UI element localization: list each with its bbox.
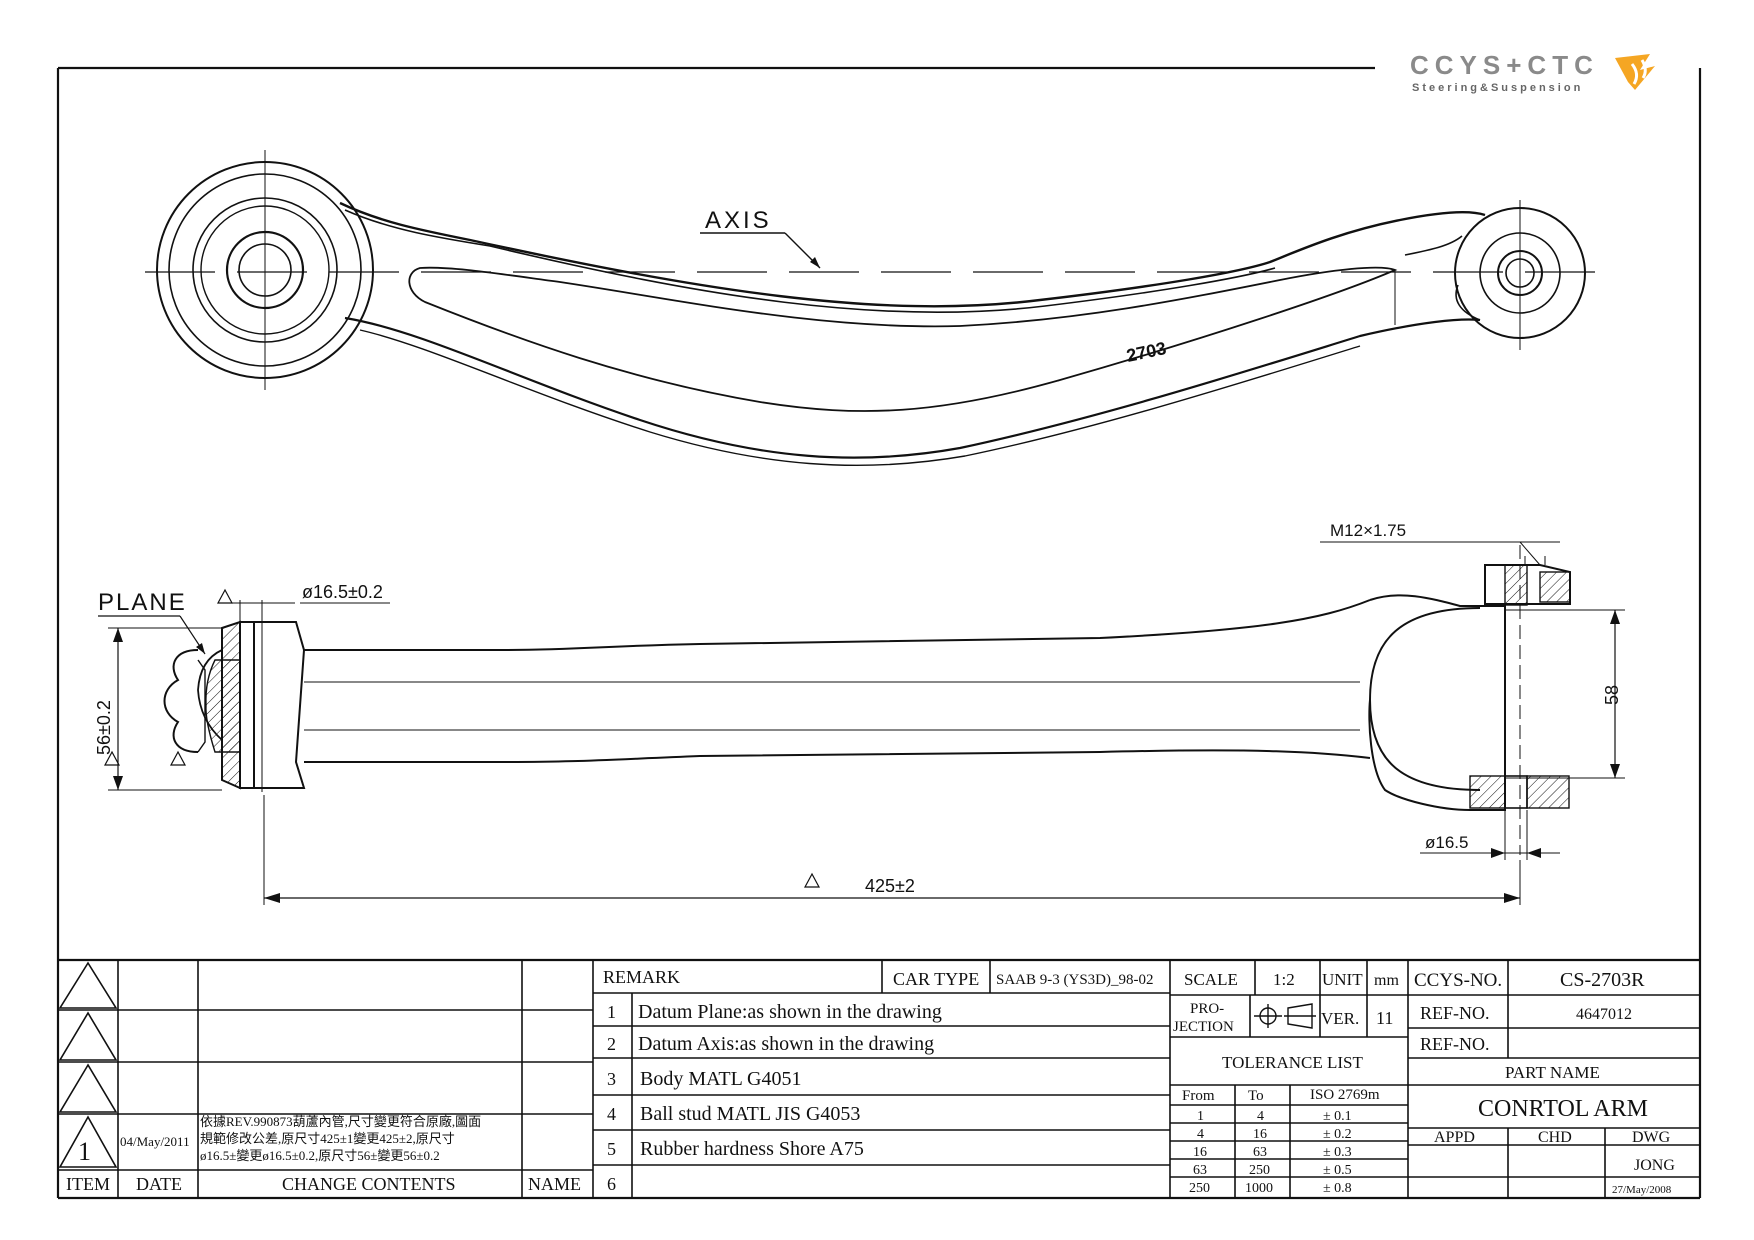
revision-item-header: ITEM [66,1174,110,1194]
revision-change-line-2: 規範修改公差,原尺寸425±1變更425±2,原尺寸 [200,1131,455,1146]
length-dimension: 425±2 [865,876,915,896]
tolerance-row: 1000 [1245,1181,1273,1196]
part-name-label: PART NAME [1505,1063,1600,1082]
sheet-border [56,66,1702,1200]
tolerance-to-header: To [1248,1088,1264,1104]
height-dimension: 56±0.2 [94,700,114,755]
tolerance-row: ± 0.5 [1323,1163,1352,1178]
axis-label: AXIS [705,207,772,234]
company-logo: CCYS+CTC Steering&Suspension [1410,48,1700,108]
tolerance-row: 4 [1197,1127,1204,1142]
remark-no-3: 3 [607,1069,616,1089]
remark-text-1: Datum Plane:as shown in the drawing [638,1001,942,1023]
tolerance-iso-header: ISO 2769m [1310,1087,1380,1103]
revision-name-header: NAME [528,1174,581,1194]
thread-dimension: M12×1.75 [1330,521,1406,540]
car-type-value: SAAB 9-3 (YS3D)_98-02 [996,972,1154,988]
scale-value: 1:2 [1273,970,1295,989]
tolerance-row: 4 [1257,1109,1264,1124]
hole-diameter-dimension: ø16.5 [1425,833,1468,852]
part-name-value: CONRTOL ARM [1478,1096,1648,1122]
appd-label: APPD [1434,1129,1475,1146]
part-info-block: CCYS-NO. CS-2703R REF-NO. 4647012 REF-NO… [1414,969,1675,1196]
revision-date: 04/May/2011 [120,1134,190,1149]
tolerance-row: 63 [1253,1145,1267,1160]
bushing-diameter-dimension: ø16.5±0.2 [302,582,383,602]
ref-no-label-2: REF-NO. [1420,1034,1490,1054]
remark-text-3: Body MATL G4051 [640,1068,801,1090]
revision-change-header: CHANGE CONTENTS [282,1174,456,1194]
remark-no-1: 1 [607,1002,616,1022]
ver-label: VER. [1321,1009,1359,1028]
revision-date-header: DATE [136,1174,182,1194]
revision-item-number: 1 [78,1137,91,1166]
chd-label: CHD [1538,1129,1572,1146]
tolerance-row: 1 [1197,1109,1204,1124]
side-view: 56±0.2 ø16.5±0.2 PLANE 58 M12×1.75 ø16.5 [94,521,1625,905]
plane-label: PLANE [98,589,187,616]
remark-no-6: 6 [607,1174,616,1194]
tolerance-row: 16 [1193,1145,1207,1160]
tolerance-title: TOLERANCE LIST [1222,1053,1363,1072]
tolerance-row: 250 [1189,1181,1210,1196]
logo-mark-icon [1615,54,1655,90]
remark-no-2: 2 [607,1034,616,1054]
tolerance-row: 16 [1253,1127,1267,1142]
tolerance-table: From To ISO 2769m 1 4 ± 0.1 4 16 ± 0.2 1… [1182,1087,1380,1196]
top-view: 2703 AXIS [145,150,1610,467]
tolerance-row: ± 0.8 [1323,1181,1352,1196]
tolerance-from-header: From [1182,1088,1215,1104]
tolerance-row: 63 [1193,1163,1207,1178]
remark-header: REMARK [603,967,680,987]
remark-no-5: 5 [607,1139,616,1159]
part-mark-label: 2703 [1125,338,1168,366]
revision-markers [103,588,821,888]
ver-value: 11 [1376,1008,1393,1028]
dwg-date: 27/May/2008 [1612,1184,1672,1196]
dwg-label: DWG [1632,1129,1671,1146]
car-type-label: CAR TYPE [893,969,979,989]
scale-label: SCALE [1184,970,1238,989]
remark-text-2: Datum Axis:as shown in the drawing [638,1033,934,1055]
tolerance-row: ± 0.1 [1323,1109,1352,1124]
ccys-no-value: CS-2703R [1560,969,1645,991]
width-dimension: 58 [1602,685,1622,705]
remark-text-5: Rubber hardness Shore A75 [640,1138,864,1160]
revision-change-line-1: 依據REV.990873葫蘆內管,尺寸變更符合原廠,圖面 [200,1114,481,1129]
ref-no-label: REF-NO. [1420,1003,1490,1023]
projection-label-2: JECTION [1173,1019,1234,1035]
projection-symbol-icon [1254,1003,1316,1029]
remark-table: REMARK CAR TYPE SAAB 9-3 (YS3D)_98-02 1 … [603,967,1154,1194]
revision-table: ITEM DATE CHANGE CONTENTS NAME 1 04/May/… [66,1114,581,1194]
logo-tagline: Steering&Suspension [1412,82,1584,94]
ref-no-value: 4647012 [1576,1006,1632,1023]
tolerance-row: ± 0.3 [1323,1145,1352,1160]
tolerance-row: ± 0.2 [1323,1127,1352,1142]
projection-label-1: PRO- [1190,1001,1224,1017]
unit-value: mm [1374,972,1399,989]
scale-block: SCALE 1:2 UNIT mm PRO- JECTION VER. 11 T… [1173,970,1399,1072]
remark-no-4: 4 [607,1104,616,1124]
ccys-no-label: CCYS-NO. [1414,970,1502,991]
remark-text-4: Ball stud MATL JIS G4053 [640,1103,860,1125]
dwg-value: JONG [1634,1157,1675,1174]
tolerance-row: 250 [1249,1163,1270,1178]
title-block-grid [58,960,1700,1198]
logo-brand: CCYS+CTC [1410,50,1599,80]
unit-label: UNIT [1322,970,1363,989]
revision-change-line-3: ø16.5±變更ø16.5±0.2,原尺寸56±變更56±0.2 [200,1148,440,1163]
